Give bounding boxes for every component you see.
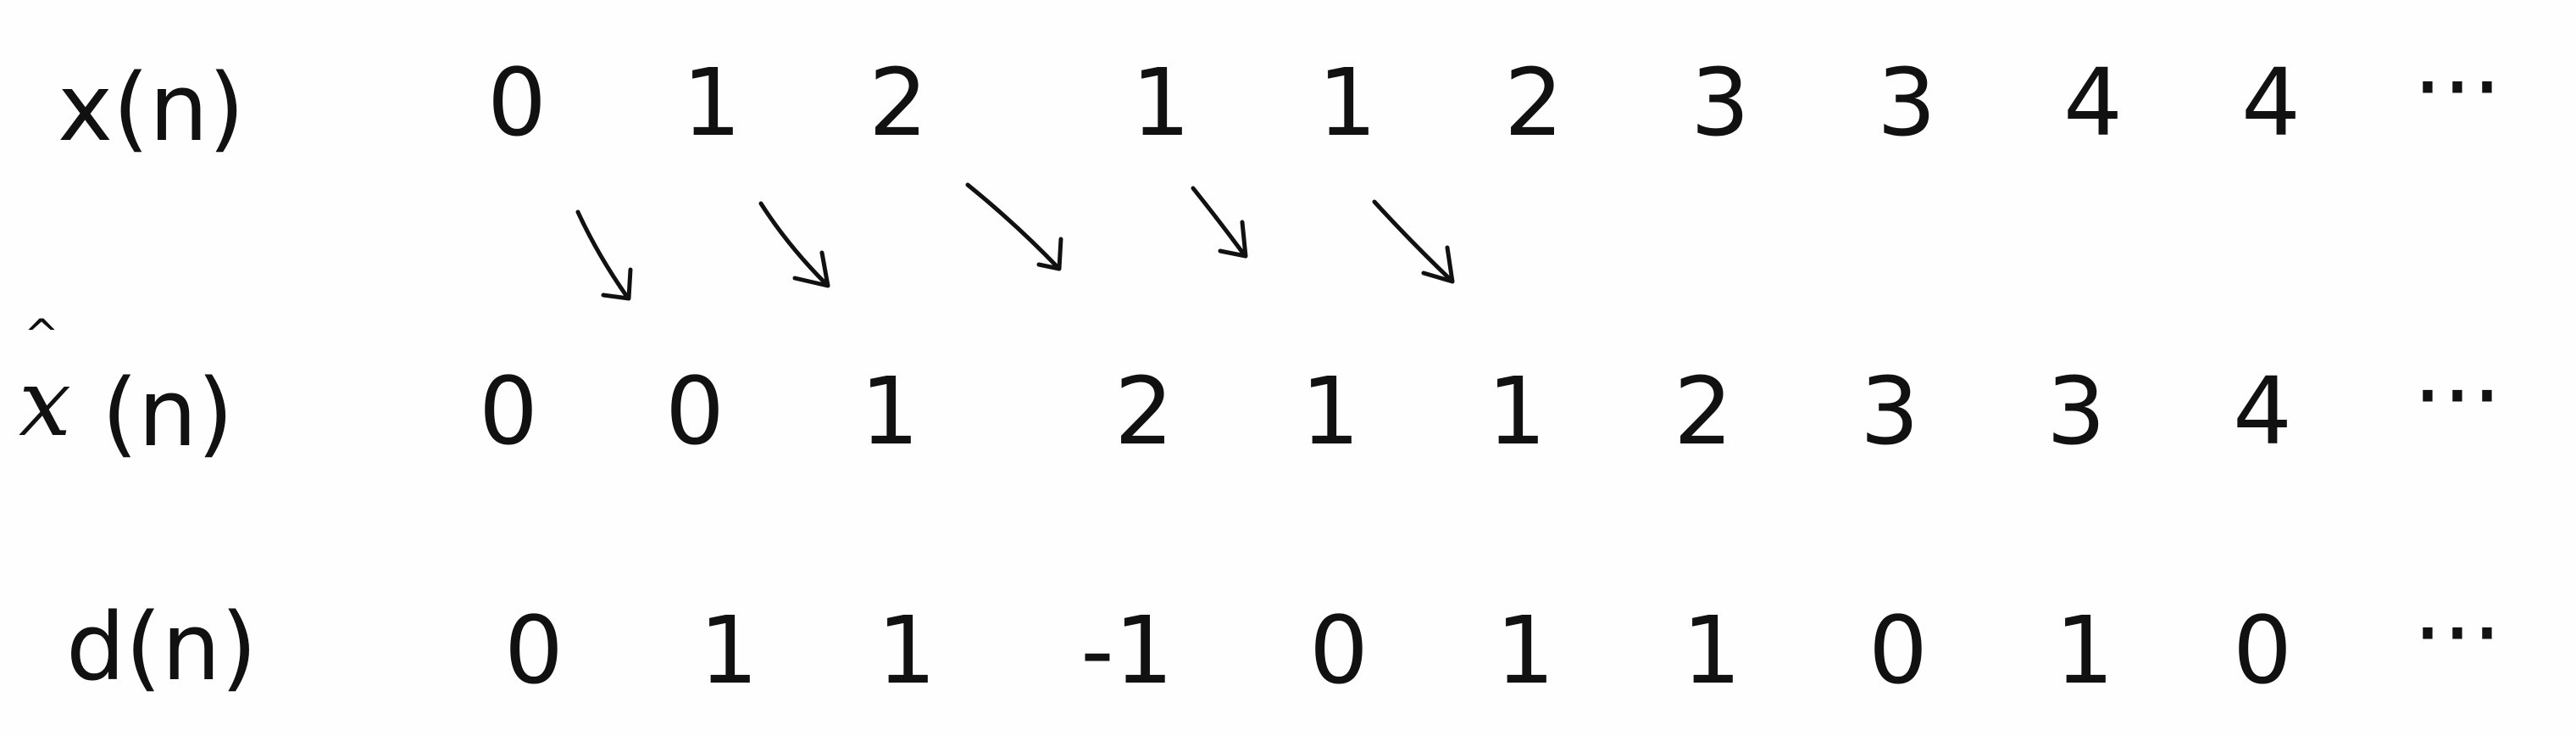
xhat-value-n5: 1: [1487, 357, 1546, 466]
x-value-n3: 1: [1131, 48, 1191, 157]
d-ellipsis: ···: [2412, 579, 2502, 688]
xhat-label-suffix: (n): [102, 359, 234, 467]
xhat-value-n6: 2: [1674, 357, 1733, 466]
d-value-n2: 1: [877, 596, 936, 705]
xhat-value-n7: 3: [1860, 357, 1919, 466]
xhat-ellipsis: ···: [2412, 342, 2502, 450]
d-value-n4: 0: [1309, 596, 1368, 705]
d-value-n9: 0: [2233, 596, 2292, 705]
xhat-value-n4: 1: [1301, 357, 1360, 466]
x-value-n7: 3: [1877, 48, 1936, 157]
handdrawn-down-right-arrow-icon: [1191, 186, 1248, 259]
hat-accent: ^: [24, 310, 59, 360]
xhat-value-n2: 1: [860, 357, 919, 466]
delay-arrow-1: [575, 209, 633, 301]
handdrawn-down-right-arrow-icon: [1372, 199, 1455, 284]
x-value-n5: 2: [1504, 48, 1563, 157]
handdrawn-down-right-arrow-icon: [758, 201, 830, 288]
x-value-n1: 1: [682, 48, 741, 157]
delay-arrow-4: [1191, 186, 1248, 259]
d-value-n5: 1: [1496, 596, 1555, 705]
x-value-n6: 3: [1690, 48, 1750, 157]
delay-arrow-5: [1372, 199, 1455, 284]
d-row-label: d(n): [66, 593, 258, 701]
x-value-n9: 4: [2241, 48, 2301, 157]
x-ellipsis: ···: [2412, 33, 2502, 142]
handdrawn-down-right-arrow-icon: [965, 182, 1063, 271]
x-value-n0: 0: [487, 48, 547, 157]
xhat-base-letter: x: [19, 348, 72, 457]
xhat-value-n8: 3: [2046, 357, 2106, 466]
x-value-n8: 4: [2063, 48, 2123, 157]
d-value-n7: 0: [1868, 596, 1928, 705]
handdrawn-down-right-arrow-icon: [575, 209, 633, 301]
d-value-n3: -1: [1080, 596, 1174, 705]
delay-arrow-2: [758, 201, 830, 288]
xhat-value-n0: 0: [479, 357, 538, 466]
xhat-value-n9: 4: [2233, 357, 2292, 466]
x-value-n4: 1: [1318, 48, 1377, 157]
xhat-value-n1: 0: [665, 357, 724, 466]
d-value-n1: 1: [699, 596, 758, 705]
delay-arrow-3: [965, 182, 1063, 271]
d-value-n8: 1: [2055, 596, 2114, 705]
d-value-n0: 0: [504, 596, 564, 705]
x-row-label: x(n): [58, 53, 245, 162]
d-value-n6: 1: [1682, 596, 1741, 705]
x-value-n2: 2: [869, 48, 928, 157]
xhat-value-n3: 2: [1114, 357, 1174, 466]
